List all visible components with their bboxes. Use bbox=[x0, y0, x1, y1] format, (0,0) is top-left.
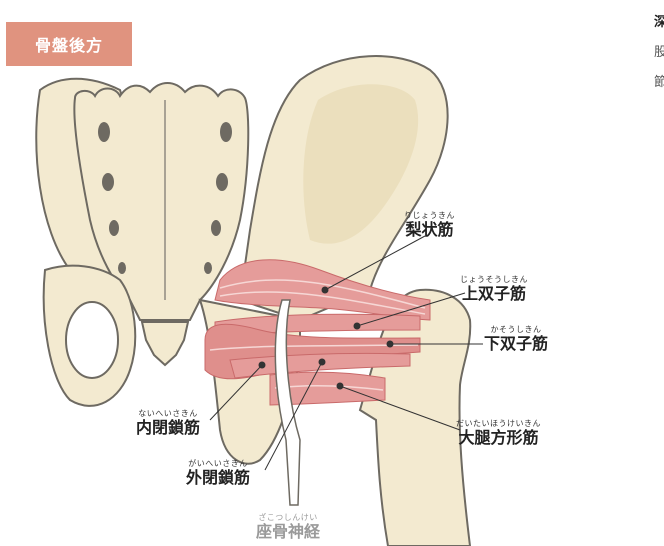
label-text: 座骨神経 bbox=[256, 522, 321, 541]
label-piriformis: りじょうきん 梨状筋 bbox=[404, 212, 455, 238]
ilium-fossa bbox=[303, 84, 419, 244]
label-text: 下双子筋 bbox=[484, 334, 549, 353]
coccyx bbox=[140, 321, 190, 367]
label-text: 外閉鎖筋 bbox=[186, 468, 251, 487]
sacrum bbox=[73, 82, 250, 321]
label-text: 内閉鎖筋 bbox=[136, 418, 201, 437]
label-inferior-gemellus: かそうしきん 下双子筋 bbox=[484, 326, 548, 352]
label-external-obturator: がいへいさきん 外閉鎖筋 bbox=[186, 460, 250, 486]
ruby: りじょうきん bbox=[404, 211, 455, 220]
side-text-line: 股 bbox=[654, 45, 664, 60]
leader-lines bbox=[209, 235, 483, 471]
ruby: じょうそうしきん bbox=[460, 275, 528, 284]
side-text-line: 節 bbox=[654, 75, 664, 90]
ruby: かそうしきん bbox=[490, 325, 542, 334]
label-internal-obturator: ないへいさきん 内閉鎖筋 bbox=[136, 410, 200, 436]
label-text: 大腿方形筋 bbox=[458, 428, 539, 447]
ruby: がいへいさきん bbox=[188, 459, 248, 468]
title-badge: 骨盤後方 bbox=[6, 22, 132, 66]
ruby: だいたいほうけいきん bbox=[456, 419, 541, 428]
label-sciatic-nerve: ざこつしんけい 座骨神経 bbox=[256, 514, 320, 540]
label-text: 梨状筋 bbox=[405, 220, 454, 239]
sciatic-nerve bbox=[274, 299, 301, 506]
ruby: ないへいさきん bbox=[138, 409, 198, 418]
quadratus-femoris-muscle bbox=[269, 371, 386, 406]
side-text: 深 股 節 bbox=[654, 8, 664, 98]
left-obturator-foramen bbox=[65, 301, 119, 379]
label-quadratus-femoris: だいたいほうけいきん 大腿方形筋 bbox=[456, 420, 541, 446]
label-text: 上双子筋 bbox=[461, 284, 526, 303]
ruby: ざこつしんけい bbox=[258, 513, 318, 522]
side-text-line: 深 bbox=[654, 15, 664, 30]
sacral-foramina bbox=[98, 122, 232, 274]
label-superior-gemellus: じょうそうしきん 上双子筋 bbox=[460, 276, 528, 302]
